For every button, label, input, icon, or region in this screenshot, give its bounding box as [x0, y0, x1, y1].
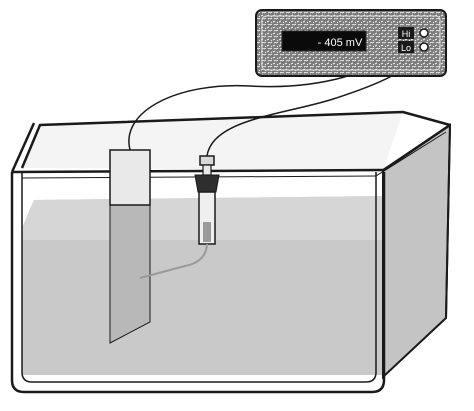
tank-front-rim — [11, 168, 385, 174]
hi-label-box — [398, 27, 414, 39]
reference-electrode-top-cap — [199, 155, 215, 166]
lo-label-box — [398, 41, 414, 53]
tank-front-inner-rim — [21, 172, 377, 383]
plate-above-water — [109, 149, 151, 206]
plate-electrode — [109, 149, 151, 344]
plate-submerged — [109, 194, 151, 344]
voltmeter-inner-frame — [261, 15, 441, 71]
tank-front-outline — [10, 172, 386, 394]
lo-terminal-jack — [419, 42, 429, 52]
tank-right-edge-inner — [375, 131, 447, 177]
hi-terminal-jack — [419, 28, 429, 38]
tank-back-rim — [20, 110, 451, 169]
reference-electrode — [139, 155, 220, 279]
tank-right-edge — [383, 123, 451, 172]
voltmeter-display — [281, 30, 367, 52]
voltmeter-reading: - 405 mV — [318, 37, 363, 49]
lo-terminal-label: Lo — [401, 43, 411, 53]
glass-tank — [10, 110, 452, 394]
tank-left-edge — [10, 122, 36, 173]
tank-corner-vertical — [445, 124, 451, 319]
reference-electrode-tip — [139, 243, 208, 279]
reference-electrode-collar — [194, 174, 220, 193]
hi-terminal-label: Hi — [402, 29, 411, 39]
reference-electrode-neck — [202, 164, 212, 176]
reference-electrode-junction — [203, 222, 211, 242]
voltmeter: - 405 mV Hi Lo — [255, 9, 447, 77]
